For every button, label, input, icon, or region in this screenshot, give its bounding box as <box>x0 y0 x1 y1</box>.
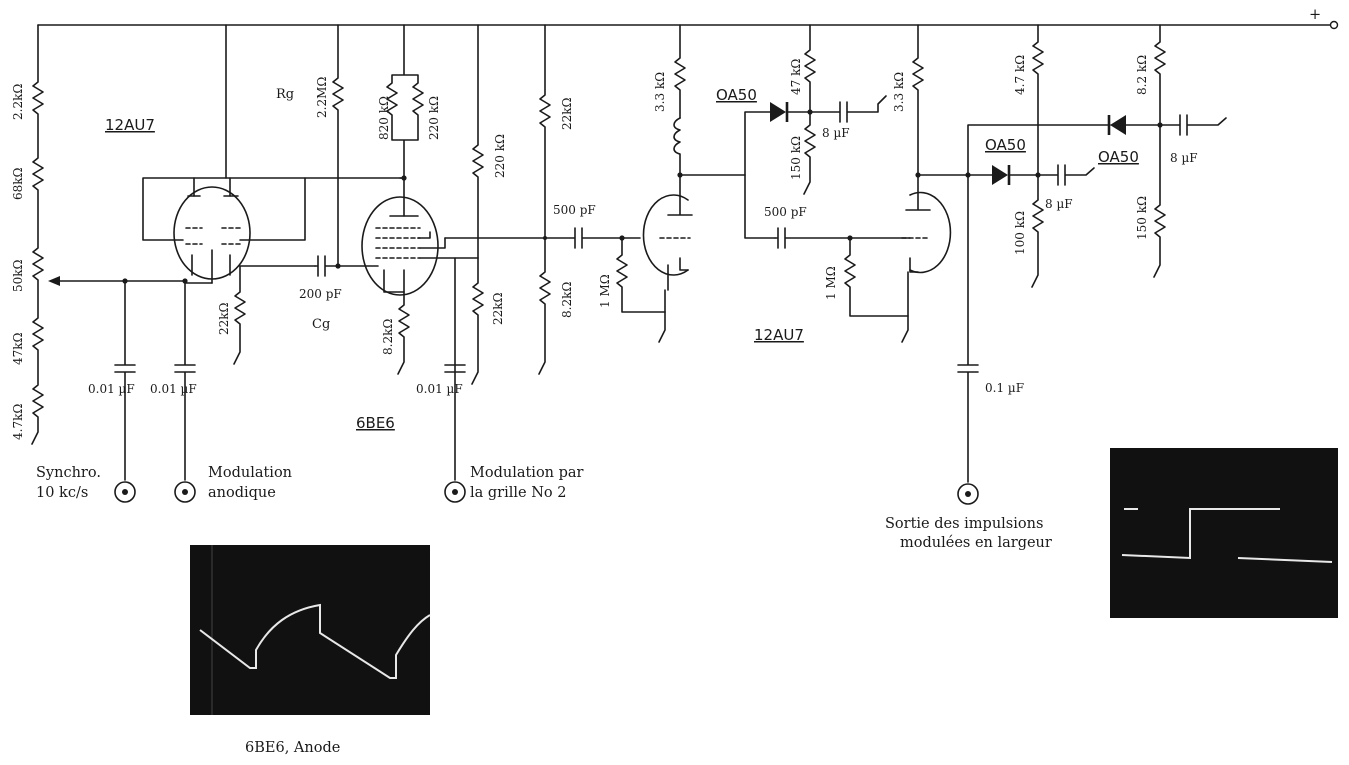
diode-oa50-1-network: OA50 47 kΩ 150 kΩ 8 µF <box>716 24 887 195</box>
r-3k3-a-label: 3.3 kΩ <box>653 72 667 112</box>
coupling-500p-b: 500 pF 1 MΩ <box>764 205 911 317</box>
tube-12au7-second-a: 3.3 kΩ <box>642 24 776 343</box>
grid2-modulation-label-2: la grille No 2 <box>470 485 566 501</box>
c-01u-label: 0.1 µF <box>985 381 1024 395</box>
synchro-label-1: Synchro. <box>36 465 101 481</box>
r-8k2-r-label: 8.2 kΩ <box>1135 55 1149 95</box>
r-8k2-cathode-label: 8.2kΩ <box>381 319 395 355</box>
r-100k-label: 100 kΩ <box>1013 211 1027 255</box>
anodic-modulation-label-1: Modulation <box>208 465 292 481</box>
r-4k7-left-label: 4.7kΩ <box>11 404 25 440</box>
c-500p-b-label: 500 pF <box>764 205 807 219</box>
tube-12au7-first: 12AU7 <box>105 24 316 284</box>
grid2-modulation-label-1: Modulation par <box>470 465 584 481</box>
c-500p-a-label: 500 pF <box>553 203 596 217</box>
r-4k7-r-label: 4.7 kΩ <box>1013 55 1027 95</box>
r-220k-b-label: 220 kΩ <box>493 134 507 178</box>
cg-rg-network: Rg 2.2MΩ 200 pF Cg <box>276 24 379 332</box>
oscillogram-6be6-caption: 6BE6, Anode <box>245 740 340 756</box>
r-22k-cathode: 22kΩ <box>217 265 246 365</box>
r-2m2-label: 2.2MΩ <box>315 77 329 118</box>
synchro-input: 0.01 µF Synchro. 10 kc/s <box>36 278 136 503</box>
screen-grid-network: 220 kΩ 22kΩ 0.01 µF Modulation par la gr… <box>416 24 584 503</box>
coupling-500p-a: 500 pF 1 MΩ <box>544 203 666 313</box>
r-8k2-div-label: 8.2kΩ <box>560 282 574 318</box>
r-47k-d-label: 47 kΩ <box>789 59 803 95</box>
anodic-modulation-label-2: anodique <box>208 485 276 501</box>
c-8u-c-label: 8 µF <box>1170 151 1198 165</box>
r-150k-r-label: 150 kΩ <box>1135 196 1149 240</box>
c-8u-a-label: 8 µF <box>822 126 850 140</box>
c-200p-label: 200 pF <box>299 287 342 301</box>
output-label-1: Sortie des impulsions <box>885 516 1043 532</box>
oscillogram-6be6-anode: 6BE6, Anode <box>190 545 431 756</box>
synchro-label-2: 10 kc/s <box>36 485 88 501</box>
anodic-modulation-input: 0.01 µF Modulation anodique <box>150 278 292 503</box>
r-1m-b-label: 1 MΩ <box>824 266 838 300</box>
supply-plus-label: + <box>1309 7 1321 23</box>
diode-2-label: OA50 <box>985 136 1026 154</box>
tube-6be6: 6BE6 820 kΩ 220 kΩ 8.2kΩ <box>304 24 546 481</box>
r-220k-a-label: 220 kΩ <box>427 96 441 140</box>
c-001-b-label: 0.01 µF <box>150 382 197 396</box>
r-22k-g2-label: 22kΩ <box>491 292 505 325</box>
output-network: 0.1 µF Sortie des impulsions modulées en… <box>885 24 1227 551</box>
c-001-c-label: 0.01 µF <box>416 382 463 396</box>
divider-22k-8k2: 22kΩ 8.2kΩ <box>538 24 574 375</box>
r-22k-cathode-label: 22kΩ <box>217 302 231 335</box>
r-50k-label: 50kΩ <box>11 259 25 292</box>
left-divider-chain: 2.2kΩ 68kΩ 50kΩ 47kΩ 4.7kΩ <box>11 24 186 445</box>
supply-terminal <box>1329 20 1339 30</box>
oscillogram-output-pulse <box>1110 448 1338 618</box>
r-2k2-label: 2.2kΩ <box>11 84 25 120</box>
c-8u-b-label: 8 µF <box>1045 197 1073 211</box>
r-22k-top-label: 22kΩ <box>560 97 574 130</box>
r-150k-d-label: 150 kΩ <box>789 136 803 180</box>
tube-12au7-second-b: 3.3 kΩ 12AU7 <box>754 24 971 344</box>
tube-12au7-second-label: 12AU7 <box>754 326 804 344</box>
r-68k-label: 68kΩ <box>11 167 25 200</box>
rg-label: Rg <box>276 87 294 102</box>
diode-1-label: OA50 <box>716 86 757 104</box>
diode-3-label: OA50 <box>1098 148 1139 166</box>
output-label-2: modulées en largeur <box>900 535 1052 551</box>
tube-12au7-first-label: 12AU7 <box>105 116 155 134</box>
r-820k-label: 820 kΩ <box>377 96 391 140</box>
r-3k3-b-label: 3.3 kΩ <box>892 72 906 112</box>
r-1m-a-label: 1 MΩ <box>598 274 612 308</box>
supply-rail: + <box>37 7 1339 30</box>
r-47k-left-label: 47kΩ <box>11 332 25 365</box>
cg-label: Cg <box>312 317 330 332</box>
c-001-a-label: 0.01 µF <box>88 382 135 396</box>
tube-6be6-label: 6BE6 <box>356 414 395 432</box>
